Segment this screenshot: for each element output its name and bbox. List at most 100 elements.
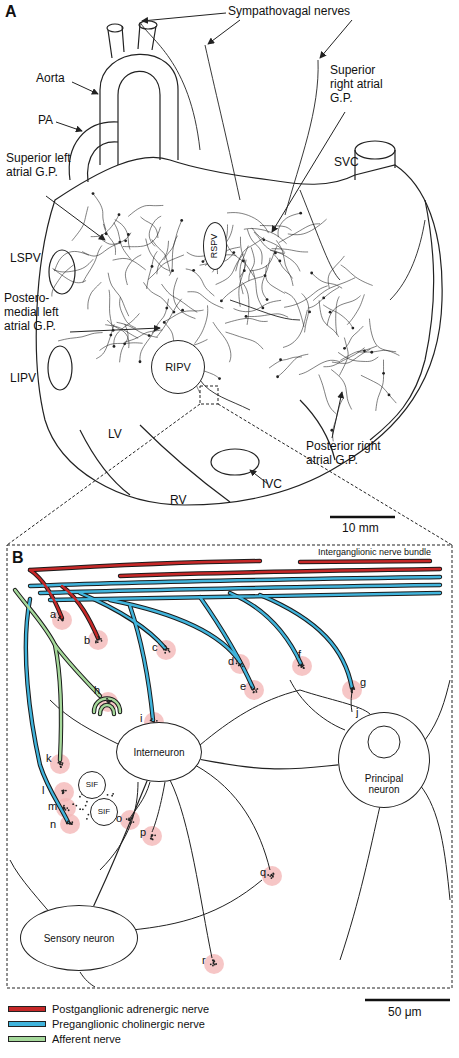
legend-label: Preganglionic cholinergic nerve: [52, 1018, 205, 1030]
vesicle-dot: [154, 834, 156, 836]
part-label: 50 μm: [388, 1006, 422, 1020]
legend-row: Postganglionic adrenergic nerve: [8, 1003, 209, 1015]
vesicle-dot: [213, 961, 215, 963]
cell-nucleus: [368, 726, 400, 758]
vesicle-dot: [72, 803, 74, 805]
part-label: Superior left atrial G.P.: [6, 152, 74, 180]
nerve-fiber: [331, 370, 351, 410]
nerve-fiber: [253, 270, 263, 308]
part-label: LV: [108, 428, 122, 442]
node-label: Interneuron: [133, 747, 184, 758]
nerve-cable: [15, 590, 61, 760]
ganglion-dot: [363, 349, 366, 352]
nerve-fiber: [308, 287, 339, 308]
vesicle-dot: [82, 808, 84, 810]
nerve-fiber: [240, 237, 245, 277]
vesicle-dot: [151, 835, 153, 837]
nerve-fiber: [149, 216, 161, 246]
vesicle-dot: [164, 652, 166, 654]
nerve-fiber: [113, 258, 146, 270]
atrial-border: [370, 200, 434, 440]
vesicle-dot: [253, 691, 255, 693]
nerve-fiber: [125, 255, 141, 285]
ganglion-dot: [151, 265, 154, 268]
vesicle-dot: [110, 701, 112, 703]
vesicle-dot: [168, 648, 170, 650]
ganglion-dot: [245, 315, 248, 318]
vesicle-dot: [85, 805, 87, 807]
vesicle-dot: [79, 808, 81, 810]
nerve-cable-outline: [200, 597, 253, 688]
vesicle-dot: [62, 807, 64, 809]
vesicle-dot: [75, 805, 77, 807]
varicosity-halo: [120, 810, 140, 830]
zoom-indicator: [7, 386, 452, 988]
vesicle-dot: [300, 664, 302, 666]
vesicle-dot: [269, 875, 271, 877]
vesicle-dot: [255, 689, 257, 691]
vesicle-dot: [70, 823, 72, 825]
nerve-trunk: [300, 190, 340, 280]
pulmonary-artery: [88, 142, 118, 182]
pulmonary-artery: [69, 122, 118, 180]
callout-letter: j: [356, 706, 358, 719]
panel-b-frame: [7, 545, 452, 988]
nerve-fiber: [269, 357, 302, 368]
vesicle-dot: [212, 965, 214, 967]
nerve-fiber: [147, 251, 158, 288]
ganglion-dot: [92, 192, 95, 195]
ganglion-dot: [118, 241, 121, 244]
connectors: [94, 760, 339, 907]
legend-swatch: [8, 1021, 46, 1027]
vesicle-dot: [68, 809, 70, 811]
vesicle-dot: [63, 790, 65, 792]
legend-label: Postganglionic adrenergic nerve: [52, 1003, 209, 1015]
vesicle-dot: [62, 762, 64, 764]
nerve-fiber: [323, 348, 364, 367]
nerve-fiber: [347, 294, 364, 324]
nerve-cable: [30, 561, 260, 570]
ganglion-dot: [264, 274, 267, 277]
vesicle-dot: [61, 619, 63, 621]
vesicle-dot: [298, 665, 300, 667]
ganglion-dot: [118, 213, 121, 216]
nerve-trunk: [390, 220, 425, 300]
vesicle-dot: [107, 794, 109, 796]
vesicle-dot: [62, 619, 64, 621]
callout-letter: f: [298, 648, 301, 661]
ganglion-dot: [148, 334, 151, 337]
callout-letter: n: [50, 818, 56, 831]
nerve-fiber: [96, 324, 114, 358]
vesicle-dot: [63, 792, 65, 794]
ganglion-dot: [278, 260, 281, 263]
nerve-cable-outline: [100, 705, 114, 714]
ganglion-dot: [308, 310, 311, 313]
varicosity-halo: [204, 954, 224, 974]
nerve-fiber: [100, 343, 143, 351]
callout-letter: c: [152, 641, 158, 654]
vesicle-dot: [131, 817, 133, 819]
ganglion-dot: [181, 309, 184, 312]
nerve-fiber: [91, 215, 119, 237]
vesicle-dot: [213, 960, 215, 962]
neurite: [425, 680, 450, 740]
leader-arrow: [142, 13, 226, 21]
nerve-fiber: [283, 310, 307, 348]
nerve-trunk: [230, 300, 300, 320]
leader-arrow: [332, 392, 342, 438]
nerve-cable: [260, 595, 352, 688]
ganglion-dot: [163, 321, 166, 324]
callout-letter: e: [240, 680, 246, 693]
vesicle-dot: [267, 874, 269, 876]
vesicle-dot: [163, 649, 165, 651]
neurites: [10, 680, 450, 987]
node-label: SIF: [86, 781, 98, 790]
nerve-fiber: [246, 314, 288, 317]
callout-letter: h: [94, 684, 100, 697]
legend-label: Afferent nerve: [52, 1033, 121, 1045]
vesicle-dot: [240, 664, 242, 666]
vesicle-dot: [351, 687, 353, 689]
vesicle-dot: [66, 821, 68, 823]
ganglion-dot: [202, 260, 205, 263]
